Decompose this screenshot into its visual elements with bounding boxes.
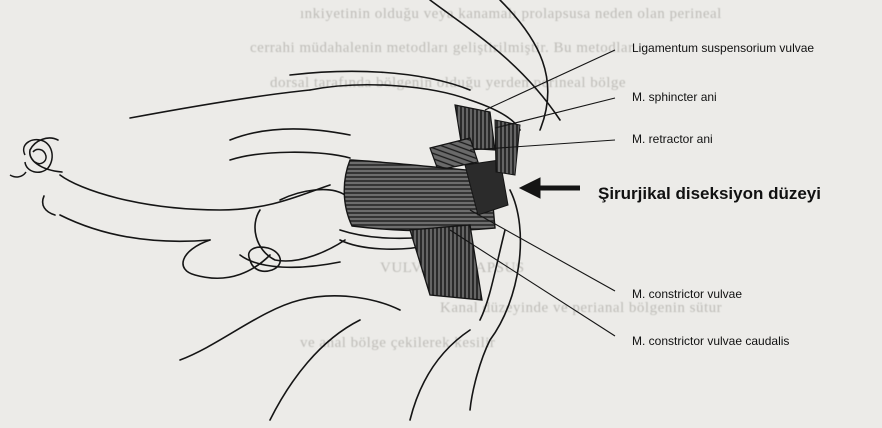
organ-outline — [255, 210, 345, 261]
dorsal-outline — [130, 90, 310, 118]
dissection-arrow — [520, 178, 580, 198]
leg-outline — [480, 230, 505, 320]
label-retractor-ani: M. retractor ani — [632, 132, 713, 146]
leader-line-sphincter — [495, 98, 615, 128]
ventral-outline — [180, 296, 400, 360]
constrictor-vulvae-caudalis-muscle — [410, 225, 482, 300]
intestine-outline — [60, 175, 330, 210]
organ-outline — [183, 240, 270, 278]
ventral-outline — [270, 320, 360, 420]
intestine-outline — [43, 196, 55, 215]
label-ligamentum: Ligamentum suspensorium vulvae — [632, 41, 814, 55]
rectum-outline — [230, 152, 350, 160]
rectum-outline — [230, 129, 350, 140]
leader-line-ligamentum — [485, 50, 615, 110]
tail-outline — [430, 0, 560, 120]
label-constrictor-vulvae: M. constrictor vulvae — [632, 287, 742, 301]
leader-line-constrictor — [470, 210, 615, 291]
intestine-outline — [60, 215, 210, 241]
label-sphincter-ani: M. sphincter ani — [632, 90, 717, 104]
tail-outline — [500, 0, 548, 130]
label-constrictor-vulvae-caudalis: M. constrictor vulvae caudalis — [632, 334, 789, 348]
dorsal-outline — [290, 71, 470, 90]
label-dissection-level: Şirurjikal diseksiyon düzeyi — [598, 184, 821, 204]
leg-outline — [410, 330, 470, 420]
